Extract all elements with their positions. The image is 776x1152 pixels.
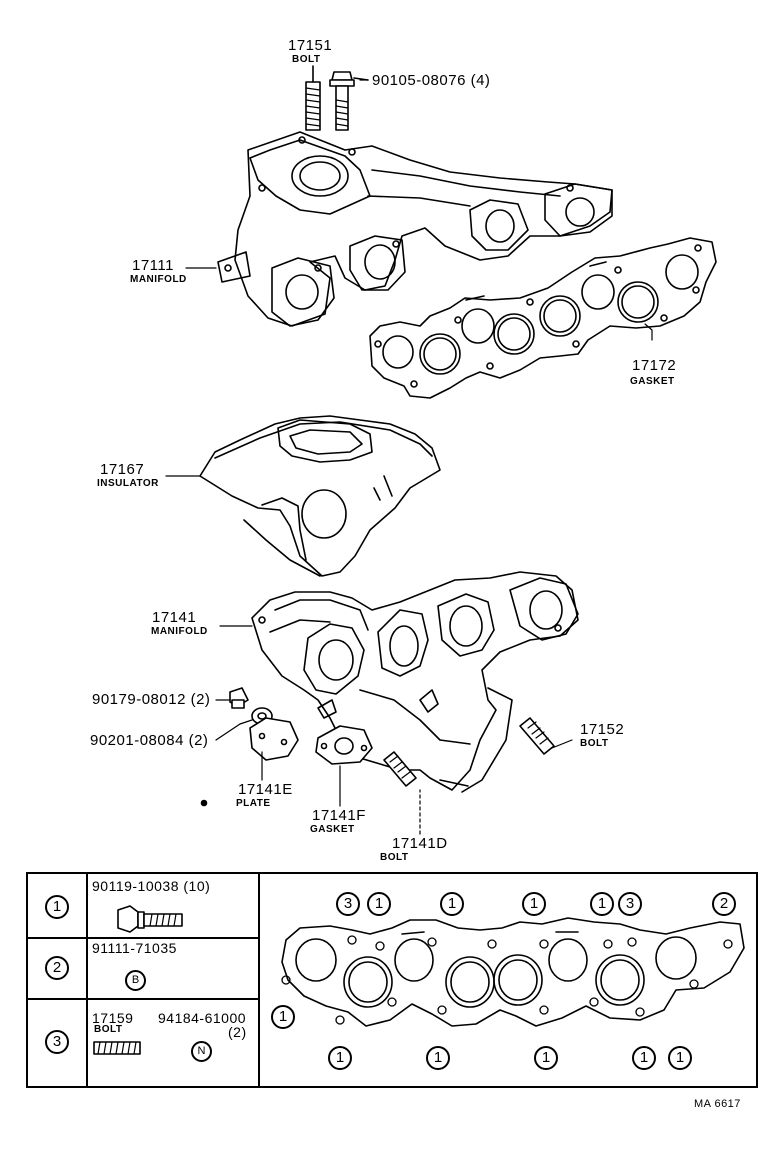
part-number-17111: 17111 [132, 257, 174, 274]
part-number-17151: 17151 [288, 37, 333, 54]
part-number-17152: 17152 [580, 721, 625, 738]
gasket-marker-bottom: 1 [534, 1046, 558, 1070]
stud-icon [93, 1041, 141, 1055]
gasket-marker-left: 1 [271, 1005, 295, 1029]
part-name-17151: BOLT [292, 54, 321, 65]
part-number-90179: 90179-08012 (2) [92, 691, 211, 708]
bolt-icon [329, 71, 369, 131]
legend-part-name-17159: BOLT [94, 1024, 123, 1035]
manifold-drawing [251, 571, 579, 793]
part-name-17167: INSULATOR [97, 478, 159, 489]
part-number-17167: 17167 [100, 461, 145, 478]
part-number-90201: 90201-08084 (2) [90, 732, 209, 749]
bolt-icon [229, 687, 249, 709]
gasket-marker-top: 1 [590, 892, 614, 916]
insulator-drawing [199, 415, 441, 577]
part-number-17141F: 17141F [312, 807, 366, 824]
part-number-90105: 90105-08076 (4) [372, 72, 491, 89]
gasket-marker-bottom: 1 [632, 1046, 656, 1070]
gasket-drawing [281, 917, 745, 1027]
gasket-drawing [315, 725, 373, 765]
bolt-icon [117, 905, 183, 933]
diagram-reference-code: MA 6617 [694, 1098, 741, 1110]
part-name-17111: MANIFOLD [130, 274, 187, 285]
part-number-17141E: 17141E [238, 781, 293, 798]
gasket-marker-top: 3 [618, 892, 642, 916]
part-number-17172: 17172 [632, 357, 677, 374]
legend-marker-3: 3 [45, 1030, 69, 1054]
gasket-marker-bottom: 1 [668, 1046, 692, 1070]
gasket-drawing [369, 237, 717, 399]
legend-part-number-90119: 90119-10038 (10) [92, 878, 211, 894]
part-name-17152: BOLT [580, 738, 609, 749]
plate-drawing [249, 717, 299, 761]
part-name-17141D: BOLT [380, 852, 409, 863]
gasket-marker-bottom: 1 [328, 1046, 352, 1070]
legend-marker-1: 1 [45, 895, 69, 919]
part-name-17141E: PLATE [236, 798, 271, 809]
part-name-17141F: GASKET [310, 824, 355, 835]
part-number-17141D: 17141D [392, 835, 448, 852]
stud-icon [519, 717, 555, 755]
legend-part-qty-94184: (2) [228, 1024, 247, 1040]
part-name-17172: GASKET [630, 376, 675, 387]
legend-part-number-94184: 94184-61000 [158, 1010, 247, 1026]
gasket-marker-top: 1 [440, 892, 464, 916]
manifold-drawing [217, 131, 613, 327]
gasket-marker-top: 2 [712, 892, 736, 916]
legend-part-number-91111: 91111-71035 [92, 940, 177, 956]
nut-icon: B [125, 970, 146, 991]
gasket-marker-top: 3 [336, 892, 360, 916]
gasket-marker-top: 1 [522, 892, 546, 916]
stud-icon [383, 751, 417, 787]
legend-marker-2: 2 [45, 956, 69, 980]
gasket-marker-bottom: 1 [426, 1046, 450, 1070]
gasket-marker-top: 1 [367, 892, 391, 916]
part-number-17141: 17141 [152, 609, 197, 626]
stud-icon [305, 81, 321, 131]
fastener-legend-table: 1 90119-10038 (10) 2 91111-71035 B 3 171… [26, 872, 758, 1088]
legend-part-number-17159: 17159 [92, 1010, 134, 1026]
part-name-17141: MANIFOLD [151, 626, 208, 637]
nut-icon: N [191, 1041, 212, 1062]
